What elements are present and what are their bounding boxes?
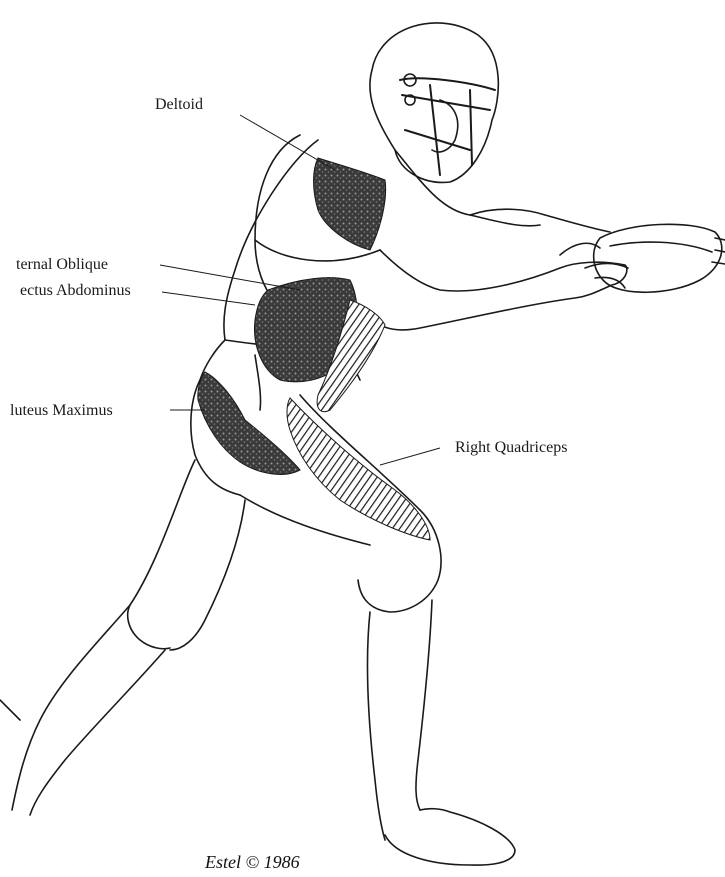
front-shin	[368, 612, 385, 840]
label-deltoid: Deltoid	[155, 97, 203, 113]
deltoid-muscle	[314, 158, 386, 250]
jersey-sleeve	[255, 135, 300, 295]
label-gluteus-maximus: luteus Maximus	[10, 403, 113, 419]
front-foot	[385, 809, 515, 865]
right-quadriceps-leader	[380, 448, 440, 465]
artist-signature: Estel © 1986	[205, 852, 300, 873]
quadriceps-muscle	[287, 398, 430, 540]
gluteus-maximus-muscle	[198, 372, 300, 474]
near-arm	[372, 250, 627, 330]
deltoid-leader	[240, 115, 335, 170]
label-right-quadriceps: Right Quadriceps	[455, 440, 567, 456]
facemask	[400, 78, 495, 175]
back-thigh	[128, 460, 195, 649]
label-rectus-abdominus: ectus Abdominus	[20, 283, 131, 299]
back-shin	[12, 605, 165, 815]
helmet-outline	[370, 23, 498, 182]
rectus-abdominus-leader	[162, 292, 255, 305]
label-external-oblique: ternal Oblique	[16, 257, 108, 273]
football	[594, 224, 722, 292]
jersey-front	[395, 150, 540, 226]
